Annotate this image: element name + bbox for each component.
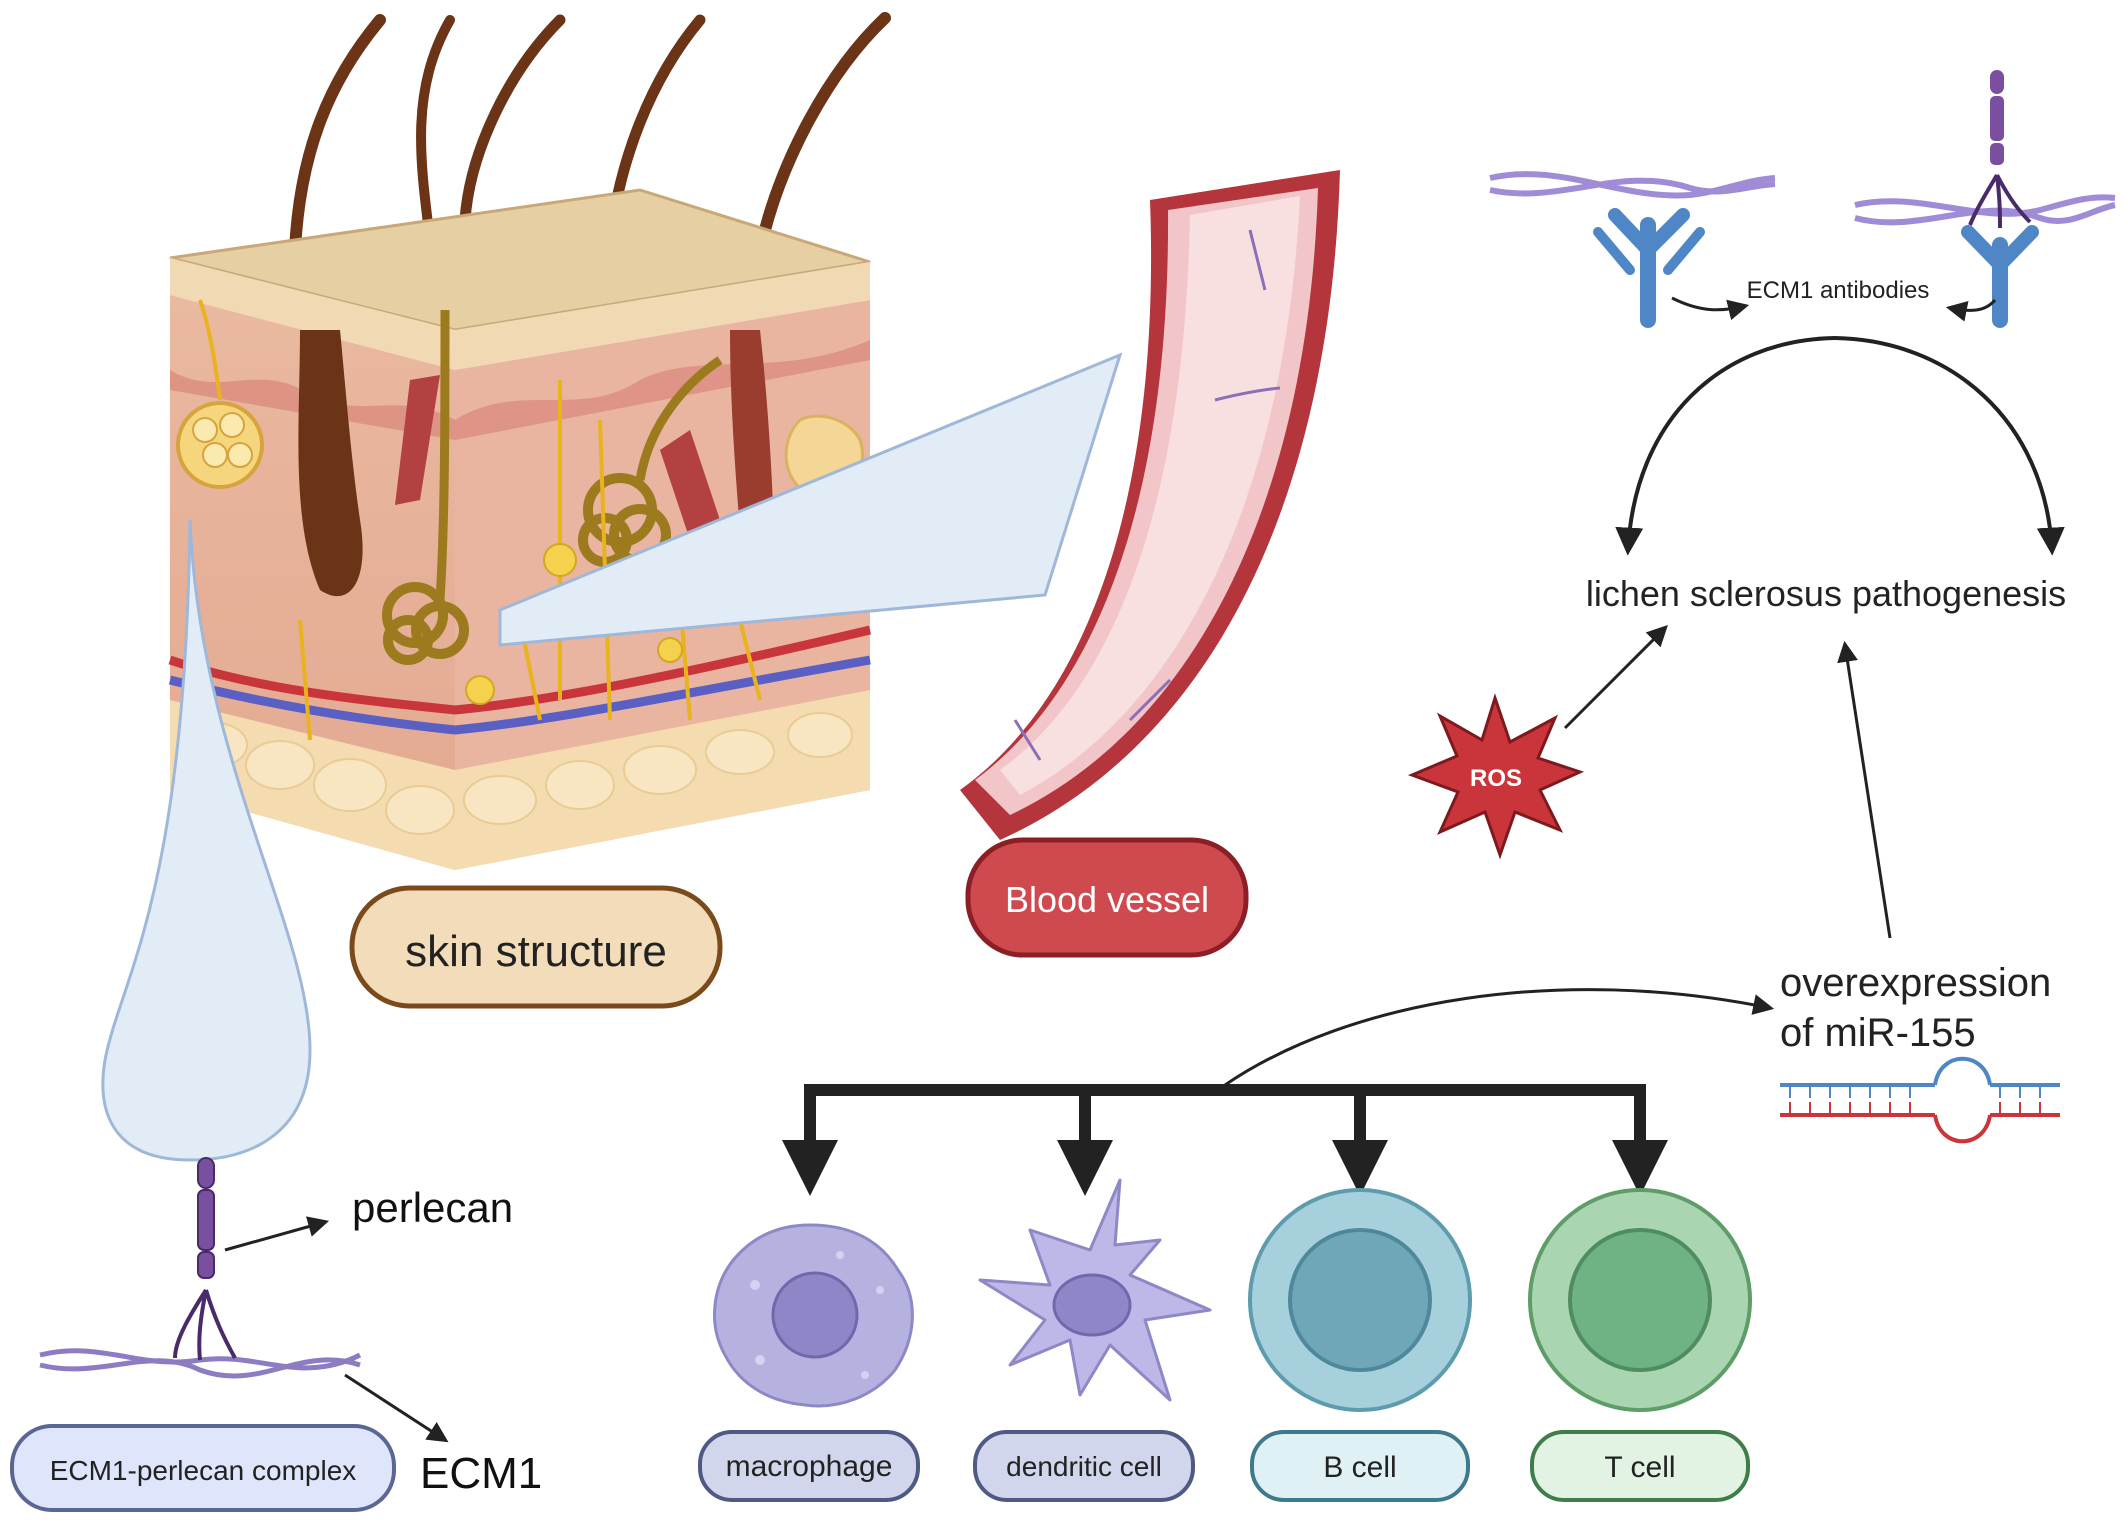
immune-tree-arrowheads bbox=[782, 1140, 1668, 1196]
arrow-mir155-up bbox=[1837, 640, 1892, 939]
dendritic-cell-text: dendritic cell bbox=[1006, 1451, 1162, 1482]
b-cell bbox=[1248, 1188, 1472, 1412]
lichen-sclerosus-label: lichen sclerosus pathogenesis bbox=[1586, 573, 2066, 614]
macrophage-text: macrophage bbox=[726, 1450, 893, 1483]
zoom-wedge-skin bbox=[101, 519, 312, 1162]
dendritic-cell bbox=[978, 1178, 1212, 1402]
arc-arrow-right bbox=[1834, 336, 2065, 556]
antibody-right bbox=[1854, 70, 2116, 328]
arrow-ros bbox=[1563, 625, 1668, 730]
b-cell-label: B cell bbox=[1250, 1430, 1470, 1502]
zoom-wedge-vessel bbox=[498, 352, 1123, 647]
arrow-antibody-left bbox=[1671, 296, 1750, 321]
macrophage-label: macrophage bbox=[698, 1430, 920, 1502]
mir155-line1: overexpression bbox=[1780, 961, 2051, 1005]
blood-vessel-segment bbox=[960, 170, 1340, 840]
ecm1-perlecan-complex-illustration bbox=[39, 1157, 449, 1443]
skin-block bbox=[168, 12, 891, 870]
skin-structure-label: skin structure bbox=[349, 885, 723, 1009]
antibody-left bbox=[1489, 171, 1776, 328]
ros-text: ROS bbox=[1470, 765, 1522, 792]
macrophage-cell bbox=[713, 1223, 914, 1408]
dendritic-cell-label: dendritic cell bbox=[973, 1430, 1195, 1502]
ecm1-antibodies-label: ECM1 antibodies bbox=[1747, 277, 1930, 304]
sweat-gland-coil bbox=[382, 582, 469, 665]
blood-vessel-text: Blood vessel bbox=[1005, 879, 1209, 920]
ecm1-label: ECM1 bbox=[420, 1449, 542, 1498]
ros-starburst: ROS bbox=[1407, 693, 1585, 860]
arc-arrow-left bbox=[1615, 336, 1836, 556]
arrow-tree-to-mir155 bbox=[1224, 988, 1775, 1087]
perlecan-label: perlecan bbox=[352, 1184, 513, 1231]
mir155-line2: of miR-155 bbox=[1780, 1011, 1976, 1055]
ecm1-perlecan-complex-text: ECM1-perlecan complex bbox=[50, 1455, 357, 1486]
blood-vessel-label: Blood vessel bbox=[965, 837, 1249, 958]
arrow-antibody-right bbox=[1945, 298, 1997, 322]
b-cell-text: B cell bbox=[1323, 1451, 1396, 1484]
immune-cell-tree bbox=[804, 1084, 1646, 1152]
t-cell-label: T cell bbox=[1530, 1430, 1750, 1502]
t-cell bbox=[1528, 1188, 1752, 1412]
t-cell-text: T cell bbox=[1604, 1451, 1675, 1484]
mir155-hairpin bbox=[1780, 1056, 2060, 1144]
ecm1-perlecan-complex-label: ECM1-perlecan complex bbox=[10, 1424, 396, 1512]
skin-structure-text: skin structure bbox=[405, 927, 667, 976]
